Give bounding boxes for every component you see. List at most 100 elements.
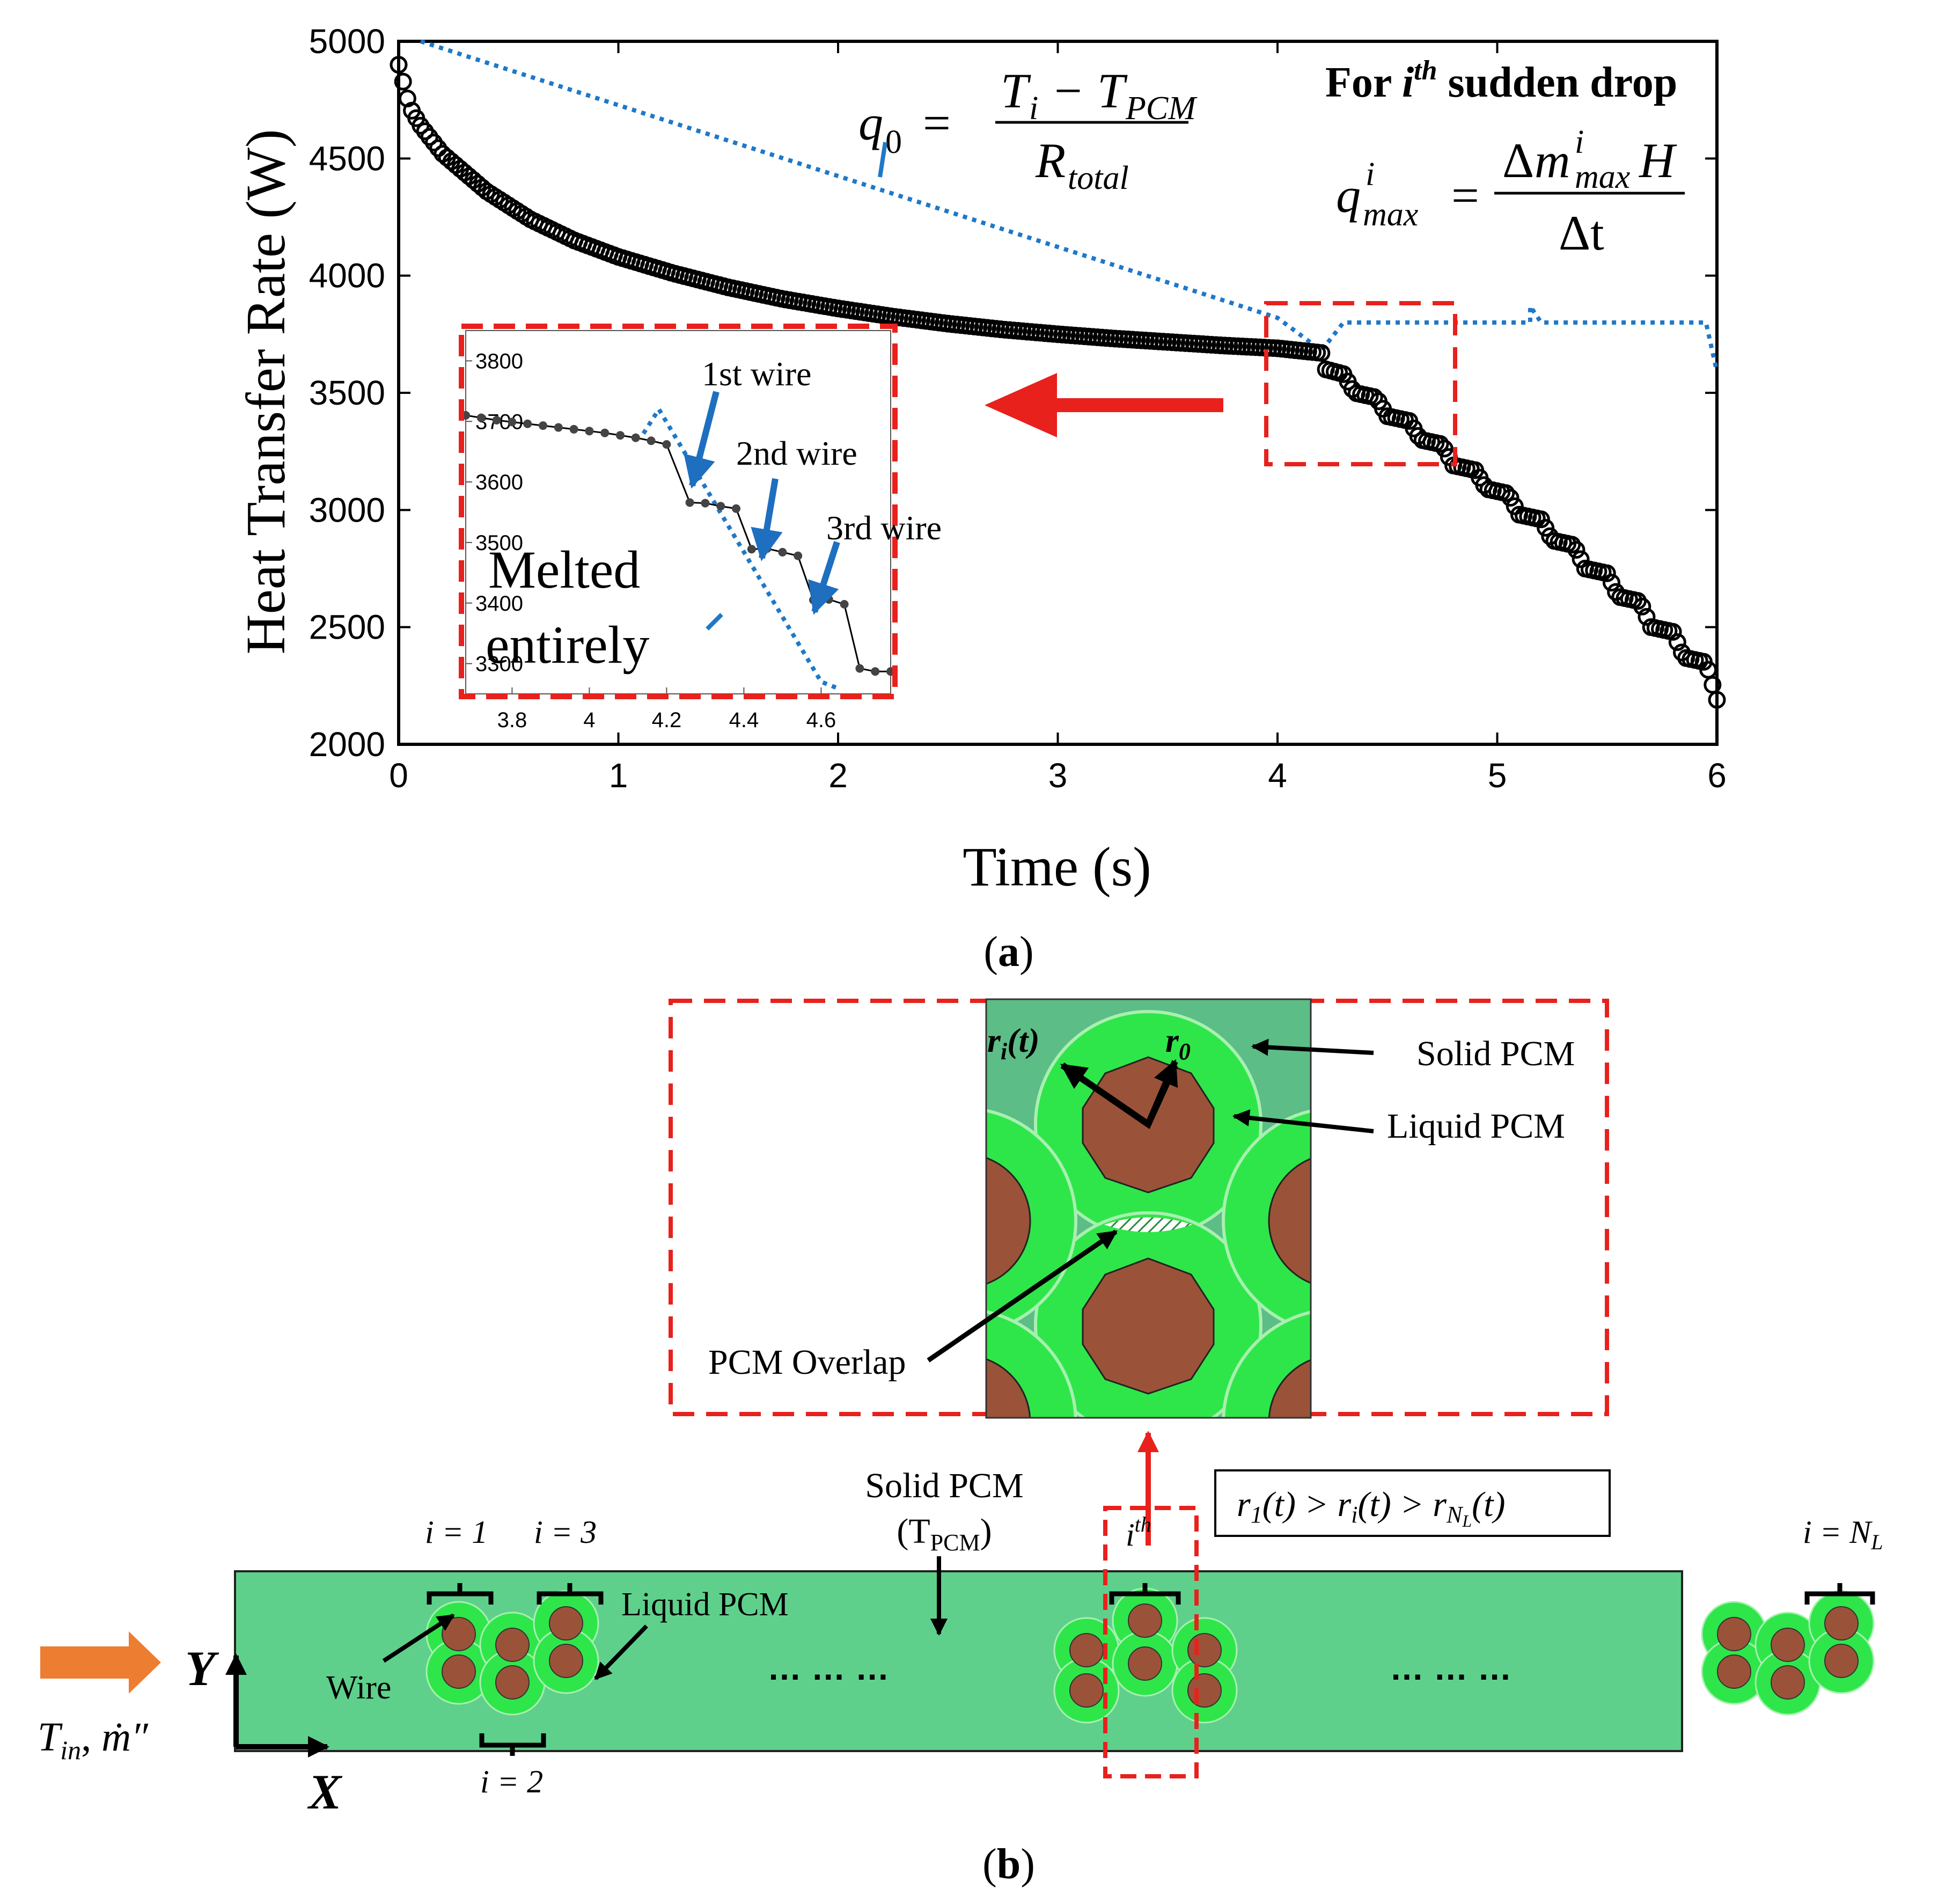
qmax-den: Δt	[1559, 206, 1604, 260]
label-i2: i = 2	[480, 1764, 543, 1799]
wire-core	[1771, 1665, 1805, 1700]
data-point	[1532, 510, 1550, 529]
wire-core	[1069, 1633, 1104, 1667]
wire-bundle-last	[1701, 1590, 1875, 1716]
inset-data-point	[794, 551, 803, 560]
caption-a: (a)	[983, 928, 1033, 976]
q0-num-t-sub: i	[1029, 90, 1038, 127]
qmax-num-h: H	[1639, 133, 1677, 188]
x-axis-label: Time (s)	[963, 836, 1151, 898]
wire-core	[1717, 1617, 1751, 1651]
inset-data-point	[631, 433, 640, 442]
data-point	[1563, 536, 1581, 554]
inset-arrow	[985, 373, 1223, 437]
wire-3-arrow	[808, 541, 840, 615]
q0-subscript: 0	[885, 124, 902, 160]
data-point	[1435, 440, 1454, 458]
wire-core	[1187, 1673, 1222, 1708]
inset-data-point	[585, 427, 594, 436]
wire-2-label: 2nd wire	[736, 434, 857, 472]
y-tick-label: 2000	[309, 725, 385, 764]
data-point	[1668, 633, 1686, 651]
inset-data-point	[716, 502, 725, 511]
inset-background	[461, 326, 895, 697]
qmax-num-delta: Δ	[1502, 133, 1534, 188]
wire-core	[1824, 1606, 1859, 1641]
q0-den-sub: total	[1068, 160, 1129, 196]
inset-data-point	[616, 431, 625, 440]
data-point	[1497, 484, 1515, 502]
inset-x-tick-label: 4	[583, 708, 595, 732]
inset-x-tick-label: 3.8	[497, 708, 527, 732]
liquid-pcm-pointer	[1232, 1109, 1374, 1133]
overlap-pointer	[927, 1229, 1118, 1363]
inequality-text: r1(t) > ri(t) > rNL(t)	[1237, 1485, 1505, 1530]
inset-data-point	[824, 595, 833, 604]
caption-b: (b)	[982, 1841, 1035, 1888]
wire-bundle-first	[425, 1590, 599, 1716]
overlap-label: PCM Overlap	[708, 1343, 906, 1382]
q0-equals: =	[923, 96, 951, 150]
wire-2-arrow	[751, 478, 783, 561]
qmax-num-sub: max	[1575, 159, 1631, 195]
x-tick-label: 5	[1488, 756, 1507, 795]
inset-data-point	[508, 418, 517, 427]
label-i3: i = 3	[534, 1514, 597, 1550]
data-point	[1708, 691, 1726, 709]
wire-core	[1824, 1644, 1859, 1678]
data-point	[1506, 497, 1524, 515]
y-tick-label: 3500	[309, 374, 385, 412]
inset-y-tick-label: 3600	[475, 471, 523, 494]
inset-plot: 3300340035003600370038003.844.24.44.6 1s…	[459, 324, 942, 732]
channel-liquid-pcm-label: Liquid PCM	[621, 1586, 789, 1623]
inset-data-point	[840, 600, 849, 609]
inset-data-point	[539, 421, 547, 430]
wire-arrow	[382, 1613, 455, 1663]
wire-core	[1187, 1633, 1222, 1667]
melted-label-1: Melted	[488, 540, 640, 599]
x-tick-label: 3	[1048, 756, 1068, 795]
data-point	[1598, 564, 1616, 582]
wire-core	[1717, 1654, 1751, 1689]
wire-core	[1128, 1603, 1162, 1638]
inset-envelope-pointer	[706, 613, 723, 631]
wire-1-arrow	[684, 391, 720, 489]
q0-num-tpcm-sub: PCM	[1125, 90, 1198, 127]
inset-q-envelope	[641, 405, 838, 690]
y-tick-label: 4500	[309, 139, 385, 178]
x-tick-label: 2	[828, 756, 848, 795]
ellipsis-1: … … …	[767, 1649, 890, 1687]
x-tick-label: 6	[1707, 756, 1727, 795]
wire-core	[1771, 1628, 1805, 1662]
wire-bundle-ith	[1053, 1587, 1238, 1724]
inset-data-point	[778, 547, 787, 556]
q0-reference-line	[420, 39, 1719, 372]
data-point	[1501, 489, 1519, 507]
ith-highlight-box	[1103, 1506, 1199, 1778]
melted-label-2: entirely	[486, 615, 649, 675]
ellipsis-2: … … …	[1390, 1649, 1512, 1687]
wire-diagram: ri(t) r0 Solid PCM Liquid PCM PCM Overla…	[38, 998, 1883, 1819]
data-point	[1602, 574, 1620, 592]
y-tick-label: 2500	[309, 608, 385, 647]
wire-core	[495, 1628, 530, 1662]
r0-arrow	[1145, 1059, 1178, 1126]
inset-data-point	[871, 667, 880, 676]
inset-data-point	[569, 424, 578, 434]
inset-frame	[459, 324, 898, 699]
qmax-sub: max	[1363, 196, 1419, 233]
inset-axes	[465, 330, 891, 694]
channel-tpcm-label: (TPCM)	[897, 1512, 992, 1556]
wire-core	[549, 1606, 583, 1641]
qmax-equals: =	[1451, 168, 1479, 223]
brackets	[427, 1583, 1875, 1756]
inlet-label: Tin, ṁ″	[38, 1715, 149, 1765]
q0-den-r: R	[1035, 133, 1066, 188]
data-point	[1312, 344, 1331, 362]
r0-label: r0	[1165, 1021, 1191, 1065]
ri-label: ri(t)	[987, 1021, 1040, 1065]
zoom-view-border	[985, 998, 1312, 1419]
